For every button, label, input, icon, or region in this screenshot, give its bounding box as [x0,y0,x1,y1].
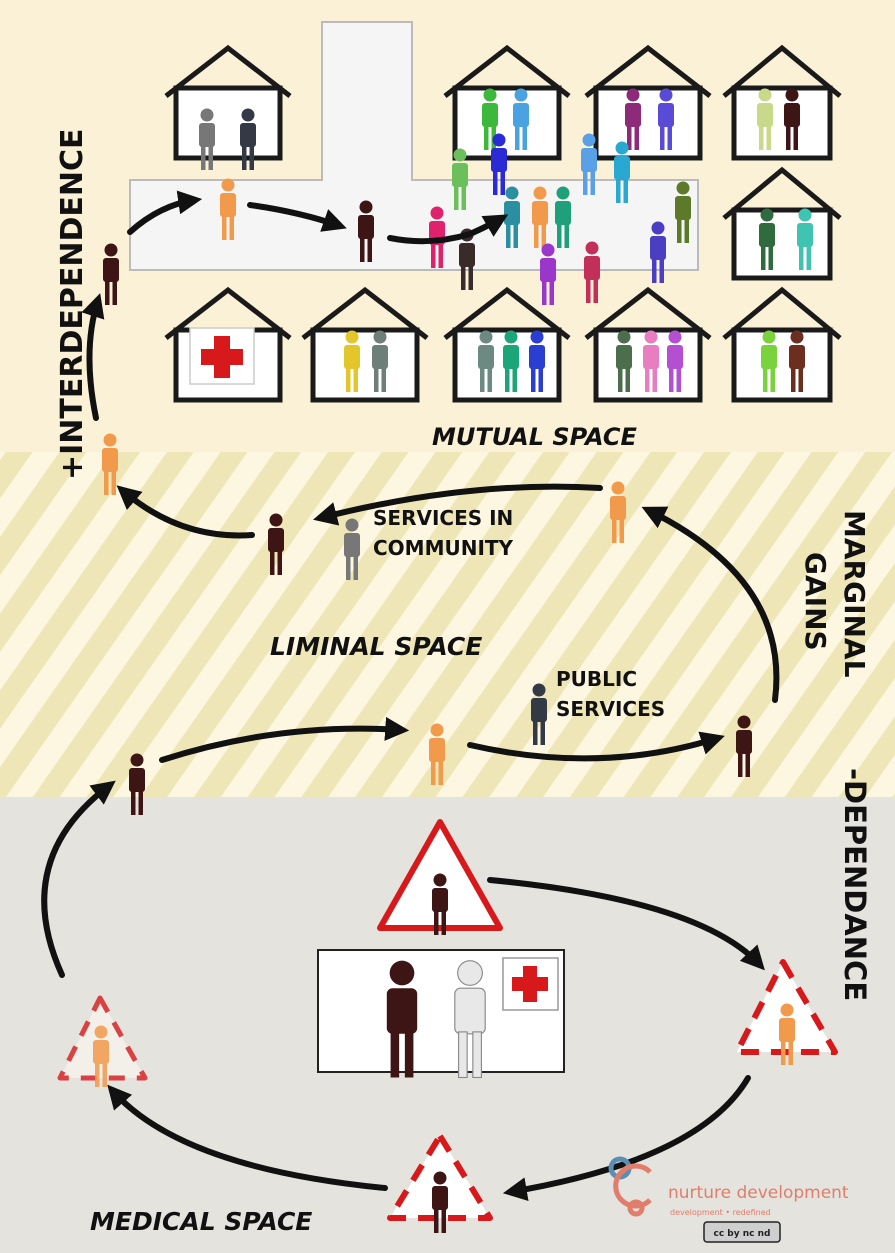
marginal-gains-label: MARGINAL GAINS [799,510,871,678]
medical-space-label: MEDICAL SPACE [90,1207,312,1236]
svg-text:GAINS: GAINS [799,552,832,651]
doctor-office [317,949,565,1079]
arrow-icon [81,190,509,421]
nurture-development-logo: nurture development development • redefi… [608,1156,849,1243]
services-in-community-label: SERVICES IN COMMUNITY [373,506,514,560]
red-cross-icon [189,327,255,385]
svg-text:nurture development: nurture development [668,1183,849,1203]
mutual-space-label: MUTUAL SPACE [432,423,637,451]
arrow-icon [41,780,765,1202]
warning-triangle-icon [387,1133,493,1233]
svg-text:development • redefined: development • redefined [670,1208,771,1217]
house-icon [722,286,842,403]
svg-text:COMMUNITY: COMMUNITY [373,536,514,560]
arrow-icon [116,483,780,763]
liminal-space-zone [0,452,895,797]
warning-triangle-icon [377,819,503,935]
interdependence-label: +INTERDEPENDENCE [55,129,90,480]
house-icon [584,44,712,161]
svg-text:MARGINAL: MARGINAL [838,510,871,678]
warning-triangle-icon [57,995,148,1087]
house-icon [301,286,429,403]
cc-license-badge: cc by nc nd [703,1221,781,1243]
house-icon [164,44,292,161]
dependance-label: -DEPENDANCE [838,768,872,1001]
house-icon [722,44,842,161]
svg-text:PUBLIC: PUBLIC [556,667,637,691]
house-icon [722,166,842,281]
public-services-label: PUBLIC SERVICES [556,667,665,721]
svg-text:SERVICES IN: SERVICES IN [373,506,513,530]
liminal-space-label: LIMINAL SPACE [270,632,482,661]
warning-triangle-icon [734,959,838,1065]
logo-mark-icon [608,1156,652,1217]
house-icon [443,44,571,161]
svg-text:cc by nc nd: cc by nc nd [714,1229,771,1239]
svg-text:SERVICES: SERVICES [556,697,665,721]
